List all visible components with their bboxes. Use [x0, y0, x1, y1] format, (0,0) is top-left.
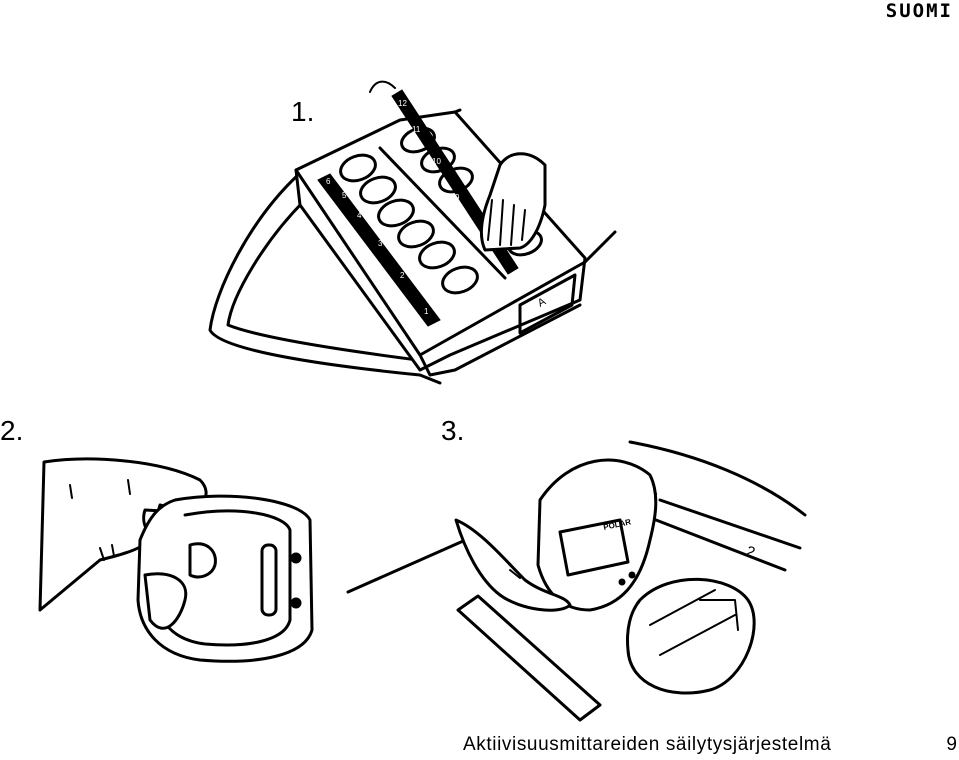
watch-tray-figure: 2 1 POLAR	[346, 440, 807, 722]
strip-number: 11	[412, 125, 421, 134]
step-label: 2.	[0, 415, 24, 446]
strip-number: 8	[470, 223, 475, 232]
watch-strap-figure	[38, 457, 314, 663]
strip-number: 9	[455, 193, 460, 202]
storage-case-figure: A 1 2 3 4 5 6	[208, 80, 617, 385]
strip-number: 2	[400, 271, 405, 280]
strip-number: 10	[432, 157, 441, 166]
strip-number: 1	[424, 307, 429, 316]
step-label: 1.	[291, 96, 315, 127]
strip-number: 12	[398, 99, 407, 108]
page-number: 9	[946, 734, 957, 755]
strip-number: 5	[342, 191, 347, 200]
strip-number: 4	[357, 211, 362, 220]
step-label: 3.	[441, 415, 465, 446]
strip-number: 3	[378, 239, 383, 248]
hand-illustration	[369, 80, 547, 252]
language-label: SUOMI	[885, 0, 953, 22]
footer-title: Aktiivisuusmittareiden säilytysjärjestel…	[463, 734, 832, 755]
strip-number: 6	[326, 177, 331, 186]
